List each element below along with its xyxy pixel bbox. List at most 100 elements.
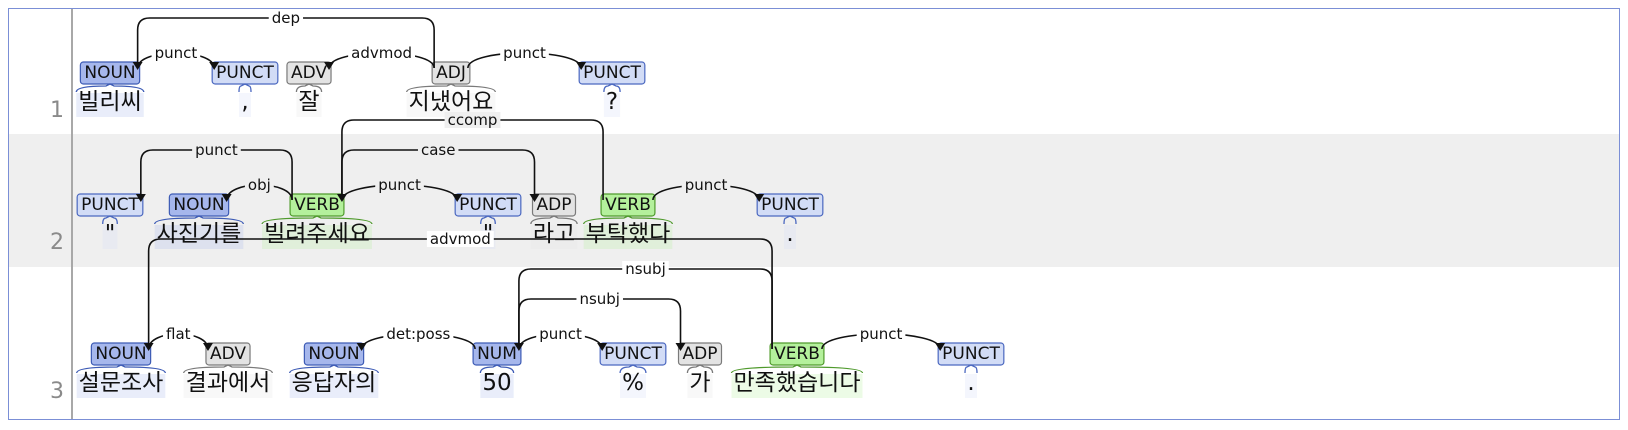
arc-label: punct (503, 44, 546, 62)
arc-arrowhead (597, 343, 608, 351)
token-highlight (731, 374, 863, 398)
token-word: 만족했습니다 (734, 370, 861, 396)
pos-tag-label: NOUN (84, 63, 135, 83)
token-bracket (154, 215, 244, 225)
pos-tag-label: NUM (477, 344, 517, 364)
token-word: 응답자의 (292, 370, 377, 396)
arc-label: punct (539, 325, 582, 343)
token: .PUNCT (756, 193, 824, 249)
pos-tag-label: NOUN (95, 344, 146, 364)
dependency-arc: punct (135, 141, 293, 202)
dependency-arc: advmod (143, 230, 773, 351)
token-word: . (967, 370, 974, 396)
token: 가 ADP (677, 342, 723, 398)
token-highlight (583, 225, 673, 249)
token-word: 빌려주세요 (264, 221, 370, 247)
dependency-arc: dep (132, 9, 435, 70)
pos-tag-label: ADP (683, 344, 718, 364)
token-bracket (530, 215, 578, 225)
pos-tag-label: PUNCT (459, 195, 517, 215)
token-word: 사진기를 (157, 221, 242, 247)
token-highlight (480, 374, 514, 398)
token-bracket (289, 364, 379, 374)
arc-arrowhead (356, 343, 367, 351)
pos-tag-label: VERB (605, 195, 651, 215)
token-word: 지냈어요 (409, 89, 494, 115)
dependency-arc: advmod (324, 44, 435, 70)
arc-label: advmod (430, 230, 491, 248)
token: ,PUNCT (211, 61, 279, 117)
dependency-arc: punct (518, 325, 608, 351)
token-word: 부탁했다 (586, 221, 671, 247)
arc-arrowhead (209, 62, 220, 70)
arc-label: punct (195, 141, 238, 159)
token-word: 가 (689, 370, 710, 396)
arc-label-background (375, 177, 424, 193)
arc-label: case (421, 141, 455, 159)
arc-arrowhead (336, 194, 347, 202)
arc-label-background (681, 177, 731, 193)
arc-label-background (417, 142, 459, 158)
token-bracket (480, 215, 496, 225)
pos-tag-label: PUNCT (81, 195, 139, 215)
token-highlight (603, 93, 621, 117)
arc-arrowhead (529, 194, 540, 202)
token-highlight (289, 374, 379, 398)
row-number-divider (71, 9, 73, 419)
pos-tag-label: ADV (291, 63, 327, 83)
arc-label: flat (166, 325, 191, 343)
token-highlight (530, 225, 578, 249)
pos-tag-label: PUNCT (761, 195, 819, 215)
arc-arrowhead (452, 194, 463, 202)
arc-label: punct (378, 176, 421, 194)
token-word: , (241, 89, 248, 115)
dependency-arc: punct (821, 325, 946, 351)
arc-label: obj (248, 176, 271, 194)
arc-label-background (163, 326, 194, 342)
dependency-arc: punct (136, 44, 220, 70)
arc-label-background (426, 231, 494, 247)
token-bracket (583, 215, 673, 225)
arc-label-background (383, 326, 454, 342)
pos-tag-label: VERB (774, 344, 820, 364)
arc-label: punct (155, 44, 198, 62)
token-highlight (154, 225, 244, 249)
token-word: ? (606, 89, 618, 115)
arc-label-background (268, 10, 304, 26)
token-bracket (238, 83, 252, 93)
arc-label: nsubj (579, 290, 620, 308)
arc-arrowhead (135, 194, 146, 202)
arc-label-background (576, 291, 623, 307)
pos-tag-label: PUNCT (583, 63, 641, 83)
token-bracket (406, 83, 496, 93)
token-word: 라고 (533, 221, 575, 247)
dependency-arc: det:poss (356, 325, 476, 351)
token-highlight (784, 225, 796, 249)
arc-label-background (622, 261, 669, 277)
dependency-arc: obj (221, 176, 293, 202)
arc-label: nsubj (625, 260, 666, 278)
arc-arrowhead (324, 62, 335, 70)
arc-arrowhead (576, 62, 587, 70)
sentence-number: 2 (50, 230, 64, 255)
token: ? PUNCT (578, 61, 646, 117)
sentence-number: 3 (50, 379, 64, 404)
token-bracket (730, 364, 864, 374)
arc-label: advmod (351, 44, 412, 62)
arc-label: punct (860, 325, 903, 343)
arc-arrowhead (132, 62, 143, 70)
pos-tag-label: ADJ (436, 63, 466, 83)
token-bracket (964, 364, 978, 374)
token-word: " (105, 221, 116, 247)
arc-label: dep (272, 9, 300, 27)
